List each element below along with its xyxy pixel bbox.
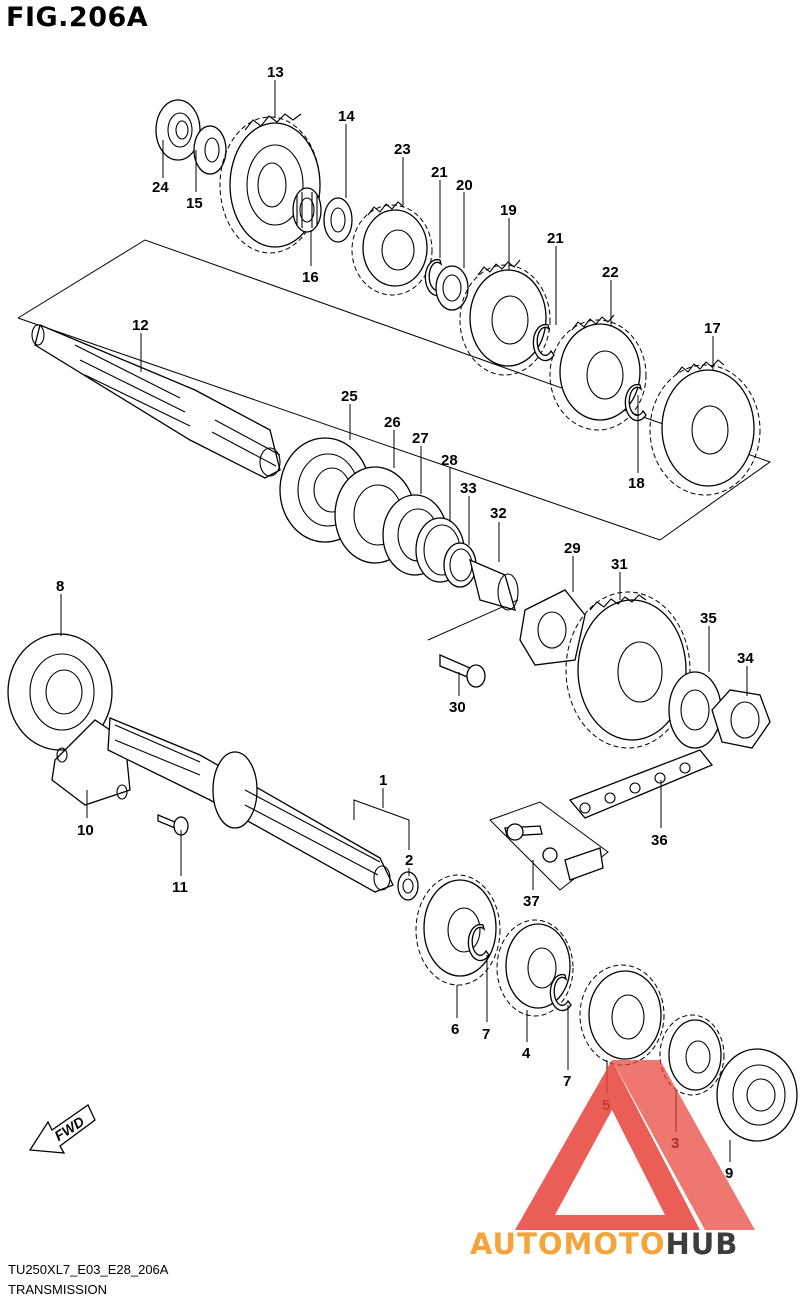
screw-11[interactable] xyxy=(157,814,189,836)
joint-link-kit-37[interactable] xyxy=(489,801,609,891)
label-23[interactable]: 23 xyxy=(394,141,411,158)
needle-bearing-16[interactable] xyxy=(292,187,322,233)
diagram-code: TU250XL7_E03_E28_206A xyxy=(8,1262,169,1277)
bearing-24[interactable] xyxy=(155,99,201,161)
fwd-direction-arrow: FWD xyxy=(28,1104,96,1154)
gear-6[interactable] xyxy=(415,874,501,986)
circlip-21-lower[interactable] xyxy=(532,323,555,362)
bolt-30[interactable] xyxy=(439,654,486,688)
gear-4[interactable] xyxy=(496,919,574,1017)
gear-19[interactable] xyxy=(459,259,551,376)
label-9[interactable]: 9 xyxy=(725,1165,733,1182)
label-15[interactable]: 15 xyxy=(186,195,203,212)
label-7-lower[interactable]: 7 xyxy=(563,1073,571,1090)
label-11[interactable]: 11 xyxy=(172,879,188,896)
gear-23[interactable] xyxy=(351,201,433,296)
sprocket-31[interactable] xyxy=(565,591,691,749)
gear-5[interactable] xyxy=(579,964,665,1066)
label-25[interactable]: 25 xyxy=(341,388,358,405)
driveshaft-1[interactable] xyxy=(107,717,394,893)
label-30[interactable]: 30 xyxy=(449,699,466,716)
label-27[interactable]: 27 xyxy=(412,430,429,447)
sleeve-32[interactable] xyxy=(469,558,519,611)
gear-22[interactable] xyxy=(549,314,647,431)
washer-15[interactable] xyxy=(193,125,227,175)
label-13[interactable]: 13 xyxy=(267,64,284,81)
drive-chain-36[interactable] xyxy=(568,749,714,819)
label-1[interactable]: 1 xyxy=(379,772,387,789)
label-33[interactable]: 33 xyxy=(460,480,477,497)
lock-washer-29[interactable] xyxy=(519,589,586,666)
circlip-7-upper[interactable] xyxy=(467,923,490,962)
label-14[interactable]: 14 xyxy=(338,108,355,125)
leader-lines xyxy=(60,80,748,1162)
label-2[interactable]: 2 xyxy=(405,852,413,869)
label-19[interactable]: 19 xyxy=(500,202,517,219)
countershaft-12[interactable] xyxy=(31,324,281,479)
label-21-top[interactable]: 21 xyxy=(431,164,448,181)
label-31[interactable]: 31 xyxy=(611,556,628,573)
label-10[interactable]: 10 xyxy=(77,822,94,839)
label-24[interactable]: 24 xyxy=(152,179,169,196)
label-16[interactable]: 16 xyxy=(302,269,319,286)
bearing-9[interactable] xyxy=(716,1048,798,1142)
washer-14[interactable] xyxy=(323,197,353,243)
label-21-mid[interactable]: 21 xyxy=(547,230,564,247)
label-26[interactable]: 26 xyxy=(384,414,401,431)
label-32[interactable]: 32 xyxy=(490,505,507,522)
label-28[interactable]: 28 xyxy=(441,452,458,469)
label-34[interactable]: 34 xyxy=(737,650,754,667)
figure-title: FIG.206A xyxy=(6,2,149,33)
watermark-logo-icon xyxy=(515,1060,755,1230)
countershaft-group-outline xyxy=(17,239,772,541)
label-4[interactable]: 4 xyxy=(522,1045,531,1062)
diagram-name: TRANSMISSION xyxy=(8,1282,107,1297)
label-12[interactable]: 12 xyxy=(132,317,149,334)
label-17[interactable]: 17 xyxy=(704,320,721,337)
washer-20[interactable] xyxy=(435,265,469,311)
label-29[interactable]: 29 xyxy=(564,540,581,557)
label-20[interactable]: 20 xyxy=(456,177,473,194)
label-7-upper[interactable]: 7 xyxy=(482,1026,490,1043)
label-37[interactable]: 37 xyxy=(523,893,540,910)
part-number-labels: 13 14 23 21 20 19 21 22 17 18 24 15 16 1… xyxy=(56,64,754,1182)
label-8[interactable]: 8 xyxy=(56,578,64,595)
gear-17[interactable] xyxy=(649,359,761,496)
bearing-8[interactable] xyxy=(7,633,113,751)
watermark-part1: AUTOMOTO xyxy=(470,1227,666,1261)
gear-3[interactable] xyxy=(659,1014,725,1096)
label-22[interactable]: 22 xyxy=(602,264,619,281)
circlip-18[interactable] xyxy=(624,383,647,422)
label-18[interactable]: 18 xyxy=(628,475,645,492)
watermark-text: AUTOMOTOHUB xyxy=(470,1227,738,1261)
label-36[interactable]: 36 xyxy=(651,832,668,849)
nut-34[interactable] xyxy=(711,689,771,749)
bushing-2[interactable] xyxy=(397,871,419,901)
label-35[interactable]: 35 xyxy=(700,610,717,627)
circlip-7-lower[interactable] xyxy=(549,973,572,1012)
label-6[interactable]: 6 xyxy=(451,1021,459,1038)
watermark-part2: HUB xyxy=(665,1227,739,1261)
